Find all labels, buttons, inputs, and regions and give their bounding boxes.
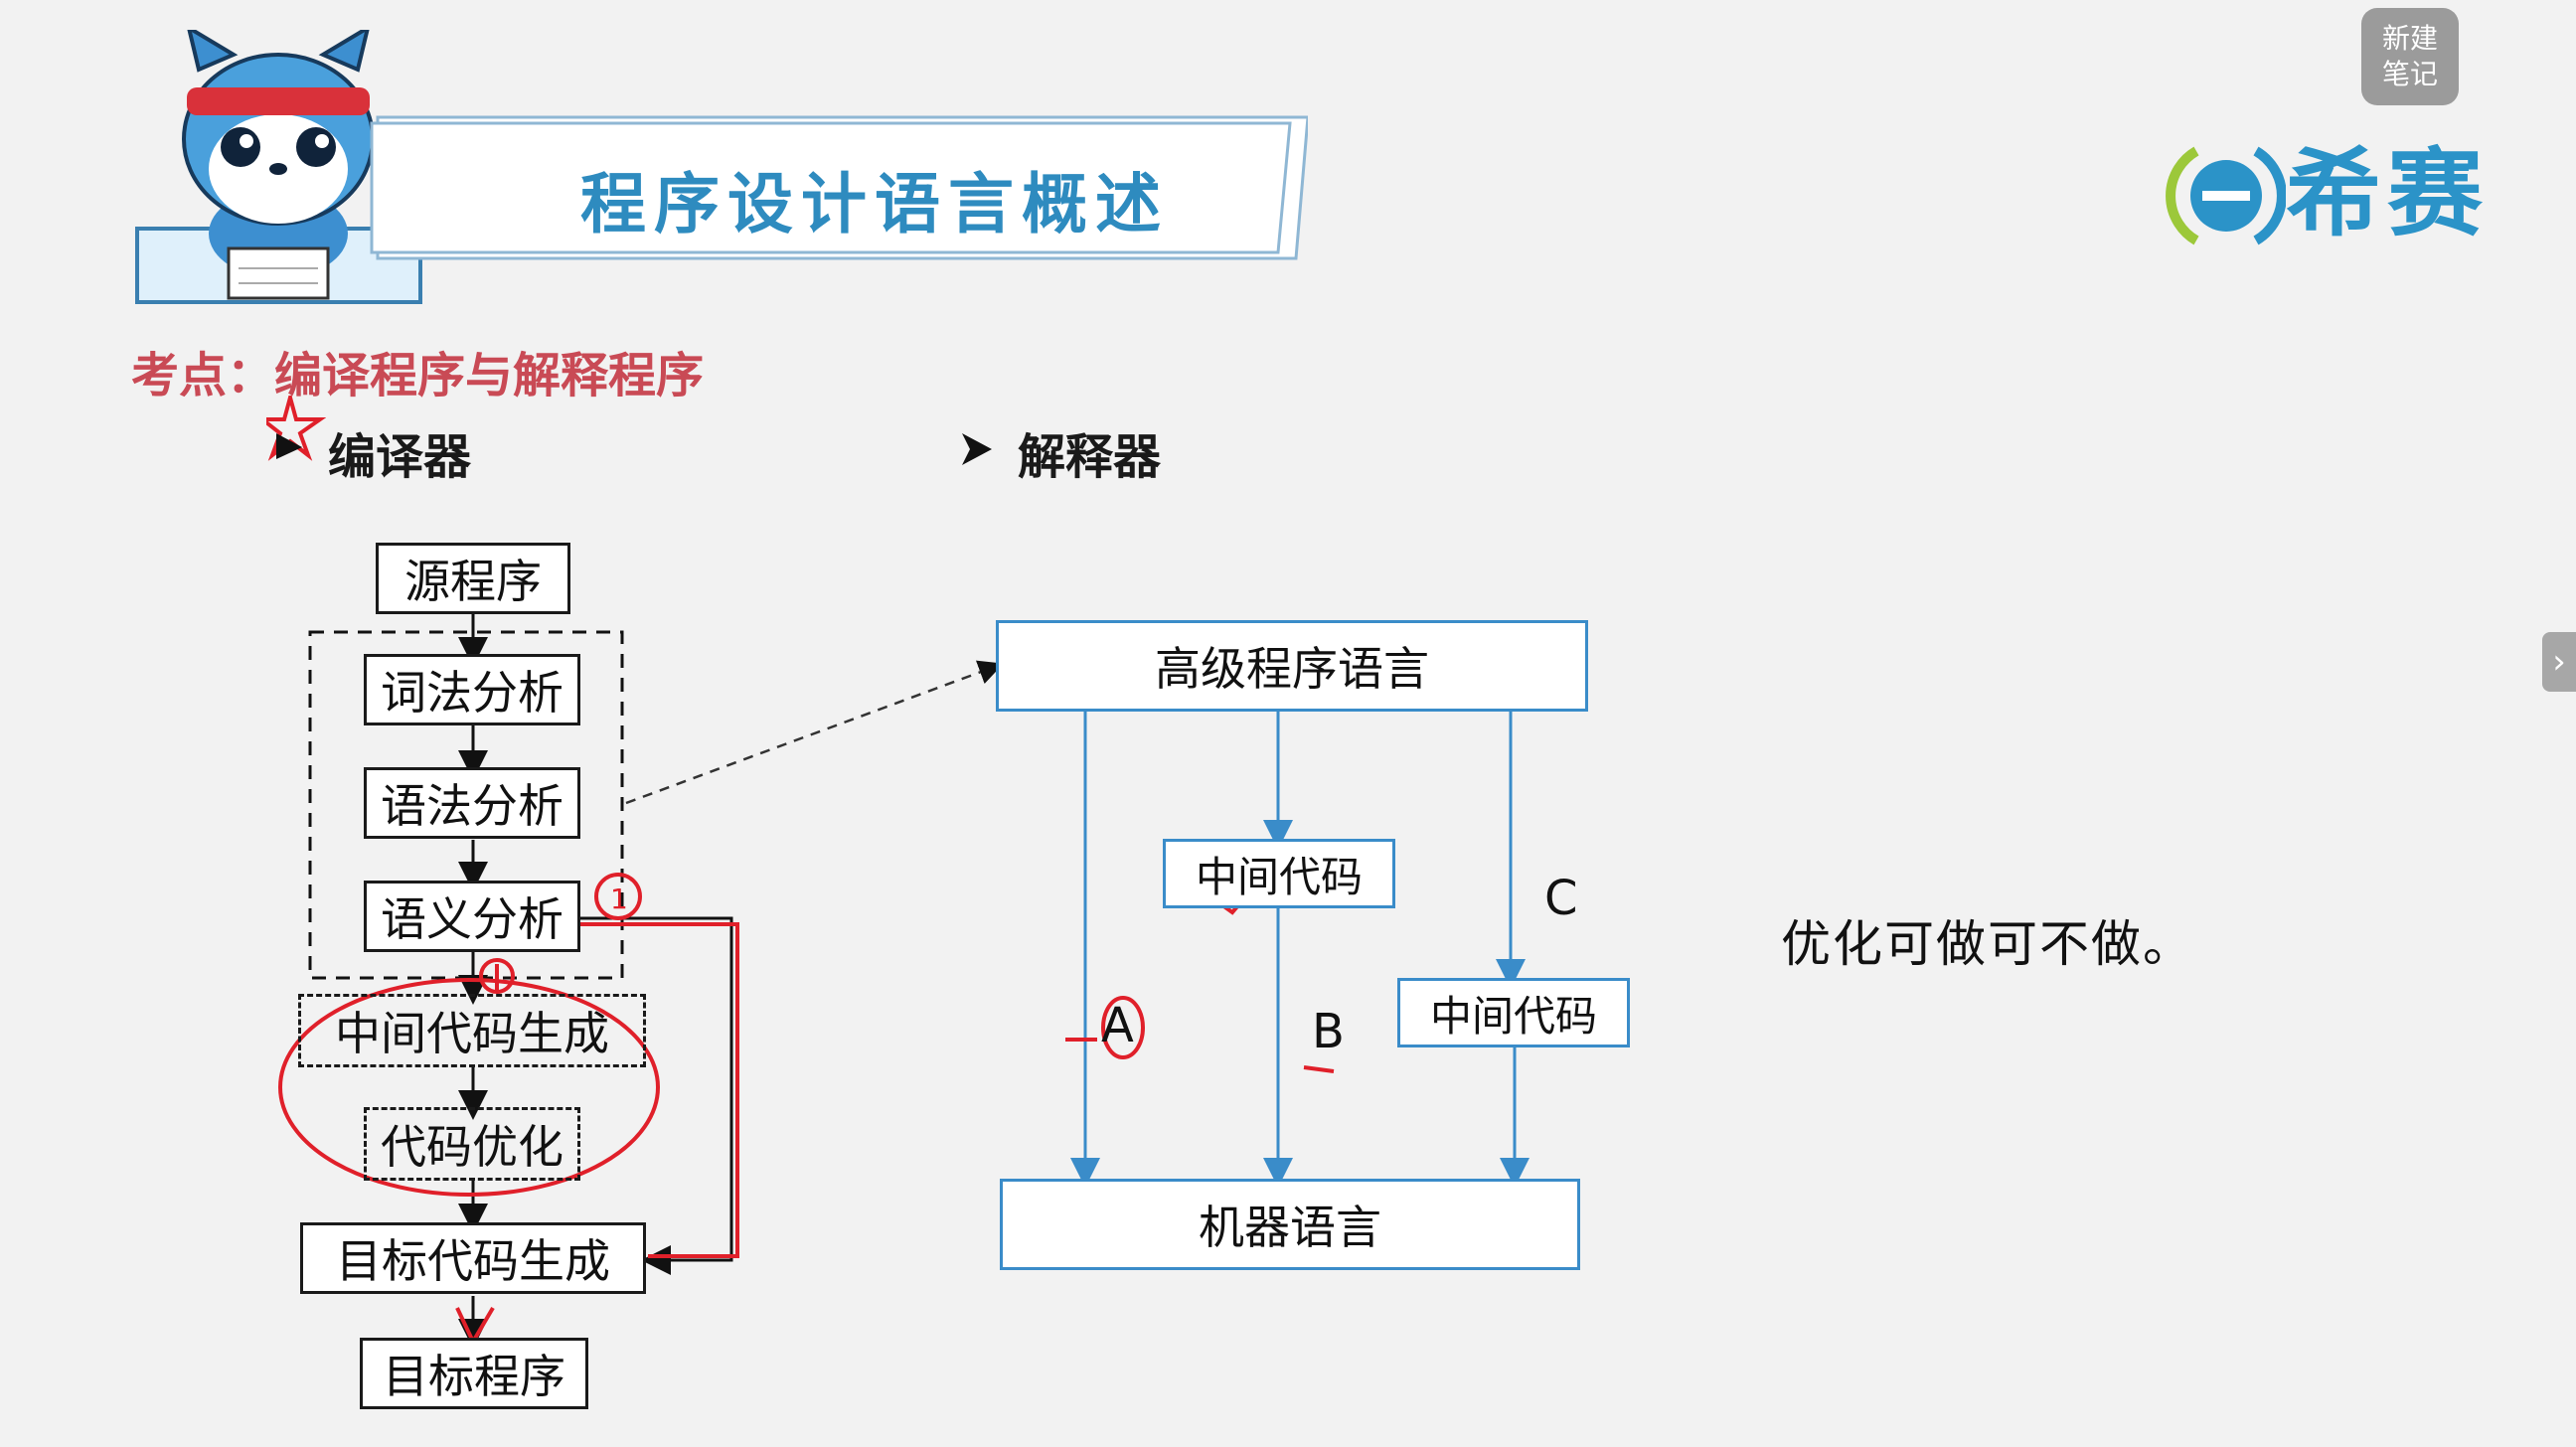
exam-point-heading: 考点：编译程序与解释程序: [131, 348, 705, 403]
compiler-step-target-gen: 目标代码生成: [300, 1222, 646, 1294]
chevron-right-icon[interactable]: ›: [2542, 632, 2576, 692]
title-banner: [370, 115, 1308, 260]
new-note-button[interactable]: 新建 笔记: [2361, 8, 2459, 105]
interp-machine-language: 机器语言: [1000, 1179, 1580, 1270]
compiler-step-semantic: 语义分析: [364, 881, 580, 952]
mascot-cat-illustration: [135, 30, 422, 304]
compiler-step-syntax: 语法分析: [364, 767, 580, 839]
interpreter-heading: 解释器: [1018, 429, 1162, 485]
optimization-note: 优化可做可不做。: [1781, 915, 2194, 973]
compiler-step-target: 目标程序: [360, 1338, 588, 1409]
interp-high-level-language: 高级程序语言: [996, 620, 1588, 712]
svg-text:1: 1: [610, 883, 628, 915]
note-button-line2: 笔记: [2381, 58, 2438, 90]
path-label-b: B: [1312, 1004, 1345, 1059]
arrow-bullet-icon: [962, 433, 992, 465]
brand-logo-icon: [2166, 146, 2286, 245]
path-label-c: C: [1544, 871, 1578, 926]
compiler-heading: 编译器: [328, 429, 472, 485]
star-annotation-icon: [266, 396, 326, 461]
page-title: 程序设计语言概述: [580, 166, 1169, 242]
compiler-step-source: 源程序: [376, 543, 570, 614]
compiler-step-optimize: 代码优化: [364, 1107, 580, 1181]
brand-name: 希赛: [2286, 138, 2489, 249]
note-button-line1: 新建: [2381, 22, 2438, 55]
compiler-step-lexical: 词法分析: [364, 654, 580, 725]
interp-intermediate-code-b: 中间代码: [1163, 839, 1395, 908]
path-label-a: A: [1101, 998, 1134, 1053]
compiler-step-intermediate: 中间代码生成: [298, 994, 646, 1067]
interp-intermediate-code-c: 中间代码: [1397, 978, 1630, 1047]
